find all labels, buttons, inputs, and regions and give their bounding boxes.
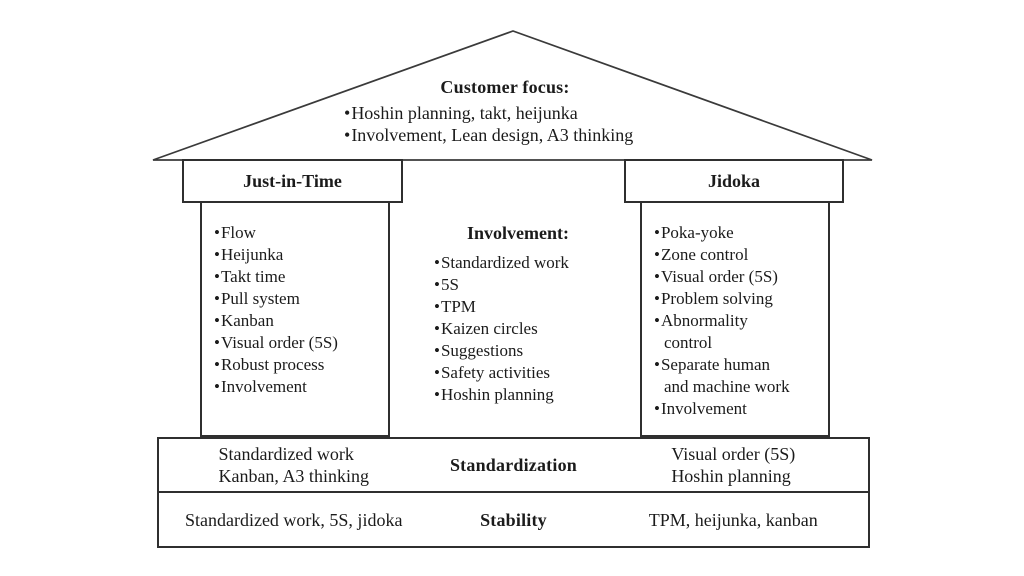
list-item: Robust process — [210, 354, 384, 376]
roof-bullet: Hoshin planning, takt, heijunka — [340, 102, 700, 124]
foundation-label-stability: Stability — [480, 509, 547, 530]
list-item: Visual order (5S) — [650, 266, 792, 288]
list-item: Visual order (5S) — [210, 332, 384, 354]
list-item: Involvement — [210, 376, 384, 398]
foundation-label-standardization: Standardization — [449, 455, 577, 475]
list-item: Zone control — [650, 244, 792, 266]
foundation-right-cell: TPM, heijunka, kanban — [599, 509, 868, 531]
text-line: Standardized work — [218, 444, 354, 464]
roof-bullet-list: Hoshin planning, takt, heijunka Involvem… — [340, 102, 700, 146]
pillar-header-label: Jidoka — [707, 170, 761, 191]
text-line: TPM, heijunka, kanban — [648, 509, 818, 530]
text-line: Standardized work, 5S, jidoka — [184, 509, 403, 530]
list-item: Abnormality control — [650, 310, 792, 354]
list-item: Standardized work — [430, 252, 626, 274]
list-item: Separate human and machine work — [650, 354, 792, 398]
foundation-row-standardization: Standardized work Kanban, A3 thinking St… — [157, 437, 870, 493]
center-column-list: Standardized work 5S TPM Kaizen circles … — [410, 252, 626, 406]
roof-title: Customer focus: — [440, 77, 570, 97]
list-item: Heijunka — [210, 244, 384, 266]
list-item: Kanban — [210, 310, 384, 332]
list-item: Problem solving — [650, 288, 792, 310]
list-item: Poka-yoke — [650, 222, 792, 244]
list-item: Suggestions — [430, 340, 626, 362]
text-line: Hoshin planning — [671, 466, 791, 486]
list-item: Involvement — [650, 398, 792, 420]
pillar-header-label: Just-in-Time — [243, 170, 342, 191]
list-item: Kaizen circles — [430, 318, 626, 340]
center-column-title: Involvement: — [467, 223, 569, 243]
list-item: Hoshin planning — [430, 384, 626, 406]
pillar-header-just-in-time: Just-in-Time — [182, 159, 403, 203]
foundation-left-text: Standardized work Kanban, A3 thinking — [218, 443, 369, 487]
roof-bullet: Involvement, Lean design, A3 thinking — [340, 124, 700, 146]
list-item: Flow — [210, 222, 384, 244]
pillar-body-just-in-time: Flow Heijunka Takt time Pull system Kanb… — [200, 201, 390, 437]
foundation-right-text: Visual order (5S) Hoshin planning — [671, 443, 795, 487]
text-line: Kanban, A3 thinking — [218, 466, 369, 486]
pillar-body-jidoka: Poka-yoke Zone control Visual order (5S)… — [640, 201, 830, 437]
list-item: TPM — [430, 296, 626, 318]
list-item: Pull system — [210, 288, 384, 310]
foundation-row-stability: Standardized work, 5S, jidoka Stability … — [157, 491, 870, 548]
center-column-involvement: Involvement: Standardized work 5S TPM Ka… — [410, 222, 626, 406]
list-item: 5S — [430, 274, 626, 296]
list-item: Safety activities — [430, 362, 626, 384]
foundation-right-cell: Visual order (5S) Hoshin planning — [599, 443, 868, 487]
foundation-left-cell: Standardized work, 5S, jidoka — [159, 509, 428, 531]
foundation-left-cell: Standardized work Kanban, A3 thinking — [159, 443, 428, 487]
list-item: Takt time — [210, 266, 384, 288]
text-line: Visual order (5S) — [671, 444, 796, 464]
pillar-header-jidoka: Jidoka — [624, 159, 844, 203]
